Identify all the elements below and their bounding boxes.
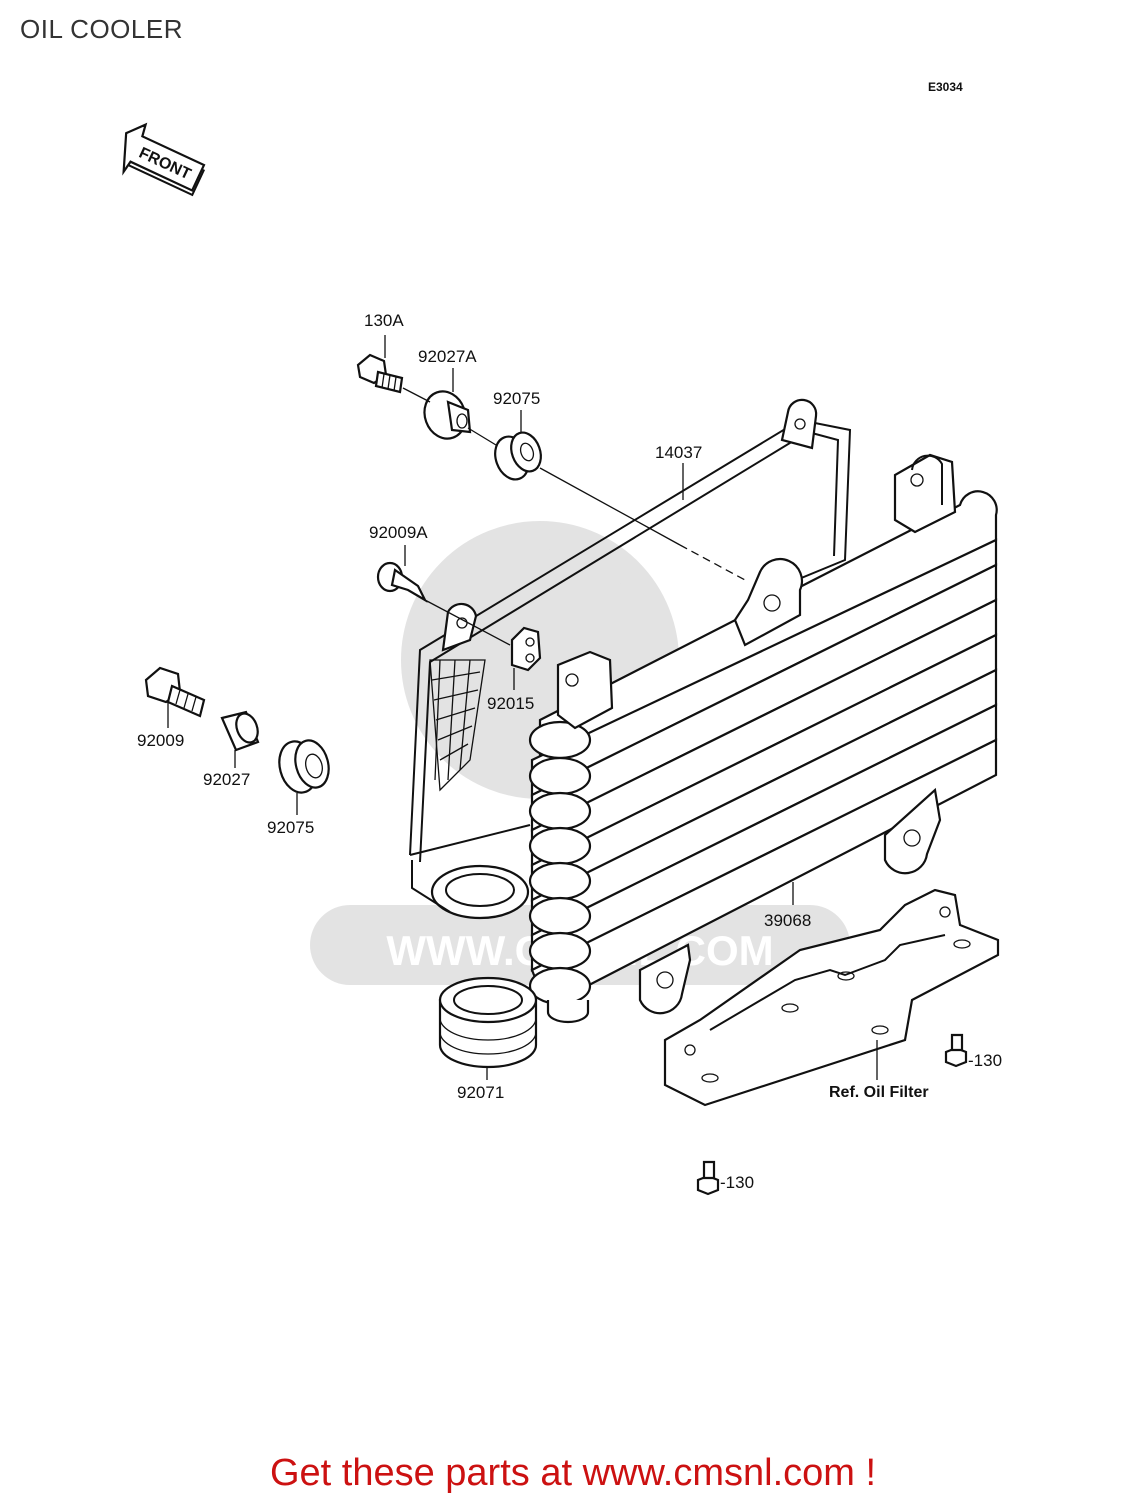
oil-filter-bracket <box>663 888 1000 1107</box>
callout-92027A: 92027A <box>418 347 477 366</box>
grommet-92071 <box>438 976 538 1069</box>
oil-cooler-core-39068 <box>528 453 998 1024</box>
callout-92075-lower: 92075 <box>267 818 314 837</box>
callout-92075-upper: 92075 <box>493 389 540 408</box>
bolt-130-lower <box>696 1160 720 1196</box>
grommet-92075-upper <box>494 431 542 481</box>
page-title: OIL COOLER <box>20 14 183 44</box>
bolt-92009A <box>376 561 428 603</box>
clip-92015 <box>510 626 542 672</box>
callout-labels: 130A 92027A 92075 14037 92009A 92015 920… <box>137 311 1002 1192</box>
washer-92027A <box>423 390 472 440</box>
leader-lines <box>167 335 878 1080</box>
front-arrow-icon: FRONT <box>122 122 206 197</box>
bolt-130-upper <box>944 1033 968 1068</box>
callout-92009A: 92009A <box>369 523 428 542</box>
callout-130-lower: -130 <box>720 1173 754 1192</box>
diagram-code: E3034 <box>928 80 963 94</box>
callout-130A: 130A <box>364 311 404 330</box>
footer-promo-link[interactable]: Get these parts at www.cmsnl.com ! <box>269 1452 877 1494</box>
callout-130-upper: -130 <box>968 1051 1002 1070</box>
collar-92027 <box>220 710 260 752</box>
bracket-14037 <box>409 398 852 920</box>
callout-92009: 92009 <box>137 731 184 750</box>
callout-92071: 92071 <box>457 1083 504 1102</box>
callout-14037: 14037 <box>655 443 702 462</box>
callout-92015: 92015 <box>487 694 534 713</box>
callout-92027: 92027 <box>203 770 250 789</box>
bolt-92009 <box>144 666 206 718</box>
callout-ref-oil-filter: Ref. Oil Filter <box>829 1084 929 1101</box>
grommet-92075-lower <box>278 739 330 794</box>
bolt-130A <box>356 353 404 394</box>
callout-39068: 39068 <box>764 911 811 930</box>
